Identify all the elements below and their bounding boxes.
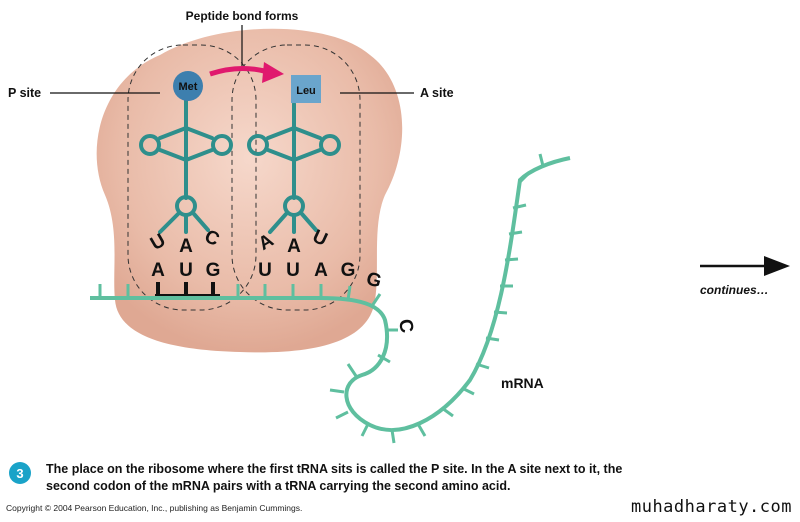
codon-base-2: U	[179, 260, 193, 281]
codon-base-4: U	[258, 260, 272, 281]
peptide-transfer-arrowhead	[262, 62, 284, 83]
p-site-outline	[127, 44, 257, 311]
met-label: Met	[179, 81, 198, 93]
codon-base-8: G	[364, 268, 384, 292]
met-amino-acid	[173, 71, 203, 101]
trna-p-site	[139, 98, 233, 234]
codon-base-7: G	[341, 260, 356, 281]
ribosome-body	[96, 28, 403, 353]
mrna-strand	[90, 156, 571, 432]
copyright-notice: Copyright © 2004 Pearson Education, Inc.…	[6, 503, 303, 513]
codon-base-6: A	[314, 260, 328, 281]
site-watermark: muhadharaty.com	[630, 497, 792, 517]
codon-base-1: A	[151, 260, 165, 281]
codon-base-3: G	[206, 260, 221, 281]
leu-amino-acid	[291, 75, 321, 103]
p-site-label: P site	[8, 86, 41, 100]
codon-base-9: C	[394, 318, 417, 335]
peptide-bond-label: Peptide bond forms	[186, 9, 299, 23]
anticodon-p-2: A	[179, 236, 193, 257]
codon-base-5: U	[286, 260, 300, 281]
leu-label: Leu	[296, 85, 316, 97]
caption-text: The place on the ribosome where the firs…	[46, 462, 623, 493]
mrna-ticks	[98, 153, 568, 444]
continues-arrowhead	[764, 256, 790, 276]
trna-a-site	[247, 102, 341, 234]
a-site-label: A site	[420, 86, 454, 100]
a-site-outline	[231, 44, 361, 311]
continues-label: continues…	[700, 283, 769, 297]
step-number-badge: 3	[9, 462, 31, 484]
anticodon-a-2: A	[287, 236, 301, 257]
mrna-label: mRNA	[501, 375, 544, 391]
